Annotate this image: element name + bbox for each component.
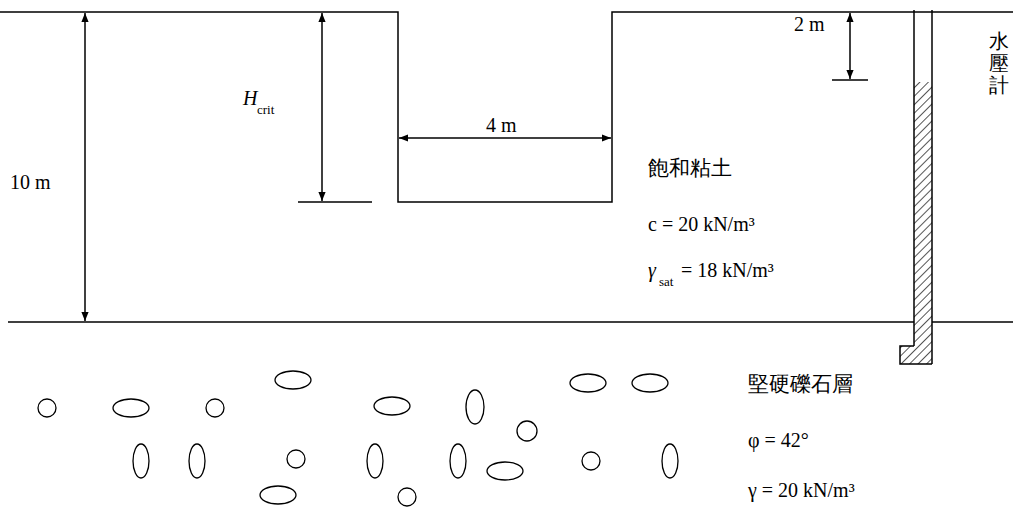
gravel-stone bbox=[662, 444, 678, 478]
dimension-label: 2 m bbox=[794, 14, 825, 34]
gravel-stone bbox=[113, 399, 149, 417]
soil-property: φ = 42° bbox=[748, 430, 809, 450]
layer-name: 飽和粘土 bbox=[648, 158, 732, 179]
gravel-stone bbox=[582, 452, 600, 470]
soil-property: c = 20 kN/m³ bbox=[648, 214, 755, 234]
gravel-stone bbox=[133, 444, 149, 478]
soil-property: = 18 kN/m³ bbox=[681, 260, 774, 280]
gravel-stone bbox=[260, 486, 296, 504]
gravel-stone bbox=[287, 450, 305, 468]
gravel-stone bbox=[367, 444, 383, 478]
gravel-stone bbox=[206, 399, 224, 417]
dimension-label: 10 m bbox=[10, 172, 51, 192]
gravel-stone bbox=[632, 374, 668, 392]
gravel-stone bbox=[487, 462, 523, 480]
soil-property: γ = 20 kN/m³ bbox=[748, 480, 855, 500]
gravel-stone bbox=[398, 488, 416, 506]
soil-property-subscript: sat bbox=[659, 275, 673, 288]
layer-name: 堅硬礫石層 bbox=[748, 374, 853, 395]
soil-property: γ bbox=[648, 260, 656, 280]
gravel-stone bbox=[466, 390, 484, 424]
gravel-stone bbox=[275, 371, 311, 389]
gravel-stone bbox=[450, 444, 466, 478]
dimension-symbol: H bbox=[243, 88, 257, 108]
dimension-subscript: crit bbox=[257, 103, 274, 116]
gravel-stone bbox=[570, 374, 606, 392]
gravel-stone bbox=[189, 444, 205, 478]
instrument-label: 水壓計 bbox=[989, 30, 1009, 96]
gravel-stone bbox=[374, 397, 410, 415]
gravel-stone bbox=[38, 399, 56, 417]
gravel-stone bbox=[517, 421, 537, 441]
dimension-label: 4 m bbox=[486, 115, 517, 135]
